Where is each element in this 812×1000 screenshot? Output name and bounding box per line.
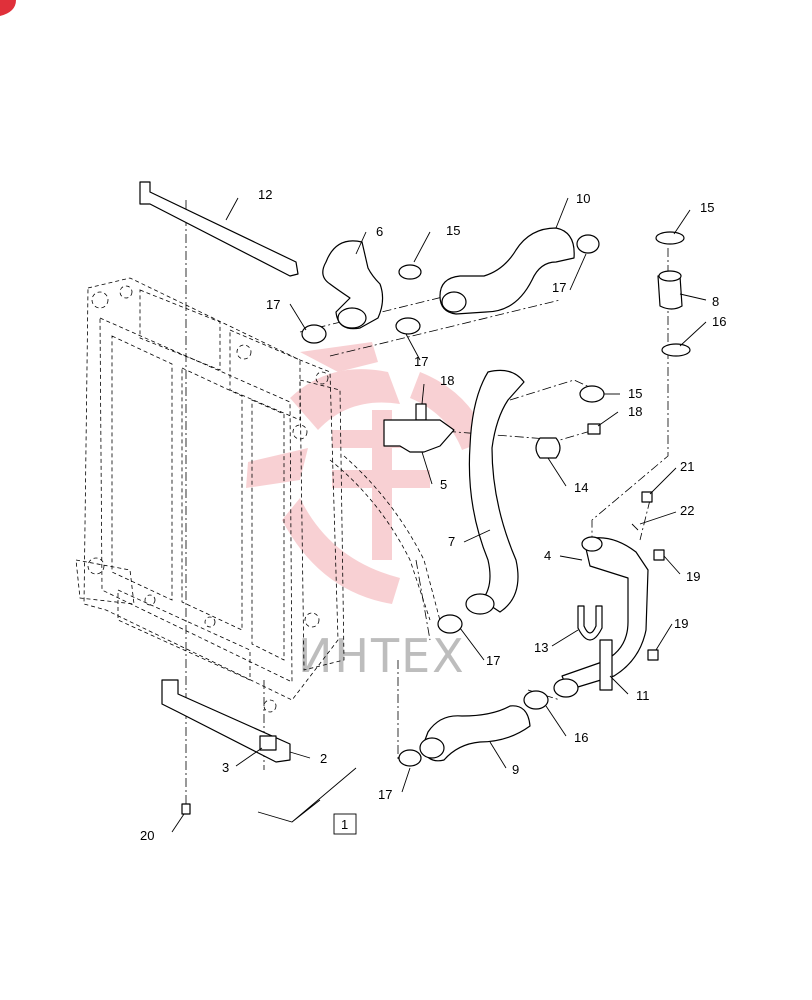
part-17-hose-clamp-right: [576, 234, 600, 254]
part-9-lower-hose: [421, 705, 531, 762]
callout-9: 9: [512, 762, 519, 777]
callout-17: 17: [414, 354, 428, 369]
center-lines: [185, 200, 669, 808]
callout-4: 4: [544, 548, 551, 563]
part-3-mount-plate: [259, 735, 277, 751]
part-14-clip: [535, 437, 561, 459]
part-19-bolt-lower: [647, 649, 659, 661]
callout-6: 6: [376, 224, 383, 239]
callout-19: 19: [674, 616, 688, 631]
callout-3: 3: [222, 760, 229, 775]
callout-15: 15: [628, 386, 642, 401]
part-11-pipe-outlet: [553, 678, 579, 698]
callout-13: 13: [534, 640, 548, 655]
part-15-hose-clamp: [398, 264, 422, 280]
part-12-top-bar: [139, 181, 299, 277]
part-6-upper-hose: [322, 240, 384, 330]
callout-11: 11: [636, 688, 650, 703]
callout-21: 21: [680, 459, 694, 474]
part-17-hose-clamp-bottom: [398, 749, 422, 767]
callout-14: 14: [574, 480, 588, 495]
part-15-hose-clamp-top: [655, 231, 685, 245]
callout-18: 18: [628, 404, 642, 419]
callout-7: 7: [448, 534, 455, 549]
part-19-bolt-upper: [653, 549, 665, 561]
callout-15: 15: [700, 200, 714, 215]
callout-12: 12: [258, 187, 272, 202]
radiator-assembly: [75, 277, 443, 713]
part-6-hose-end: [337, 307, 367, 329]
part-20-nut: [181, 803, 191, 815]
callout-20: 20: [140, 828, 154, 843]
part-5-bracket: [383, 419, 455, 453]
callout-17: 17: [378, 787, 392, 802]
part-13-u-bolt: [577, 605, 603, 641]
part-18-bolt-lower: [587, 423, 601, 435]
part-10-hose-end: [441, 291, 467, 313]
callout-17: 17: [266, 297, 280, 312]
part-4-pipe-assembly: [561, 537, 649, 691]
part-17-hose-clamp-mid: [395, 317, 421, 335]
callout-16: 16: [574, 730, 588, 745]
part-7-long-hose: [468, 369, 525, 613]
part-15-hose-clamp-mid: [579, 385, 605, 403]
part-8-hose-top: [658, 270, 682, 282]
callout-5: 5: [440, 477, 447, 492]
part-18-bolt-upper: [415, 403, 427, 421]
corner-mark: [0, 0, 16, 16]
callout-17: 17: [486, 653, 500, 668]
part-16-hose-clamp-top: [661, 343, 691, 357]
watermark-text: ИНТЕХ: [298, 629, 466, 683]
callout-2: 2: [320, 751, 327, 766]
callout-labels: 12 10 15 6 15 17 17 8 16 17 18 15 18 5 1…: [140, 187, 726, 843]
callout-10: 10: [576, 191, 590, 206]
part-1-reference-line: [257, 767, 357, 823]
part-11-pipe-bracket: [599, 639, 613, 691]
part-17-hose-clamp-left: [301, 324, 327, 344]
part-16-hose-clamp-lower: [523, 690, 549, 710]
callout-15: 15: [446, 223, 460, 238]
part-7-hose-end: [465, 593, 495, 615]
part-21-nut: [641, 491, 653, 503]
callout-1-box: [333, 813, 357, 835]
part-22-line: [631, 523, 639, 531]
leader-lines: [171, 197, 707, 833]
part-4-pipe-inlet: [581, 536, 603, 552]
callout-18: 18: [440, 373, 454, 388]
callout-8: 8: [712, 294, 719, 309]
callout-17: 17: [552, 280, 566, 295]
part-9-hose-end: [419, 737, 445, 759]
part-8-short-hose: [657, 275, 683, 310]
part-2-lower-bracket: [161, 679, 291, 763]
part-17-hose-clamp-lower: [437, 614, 463, 634]
callout-22: 22: [680, 503, 694, 518]
callout-19: 19: [686, 569, 700, 584]
part-10-upper-hose: [439, 227, 575, 315]
callout-16: 16: [712, 314, 726, 329]
callout-1: 1: [341, 817, 348, 832]
watermark-logo: [246, 342, 488, 604]
